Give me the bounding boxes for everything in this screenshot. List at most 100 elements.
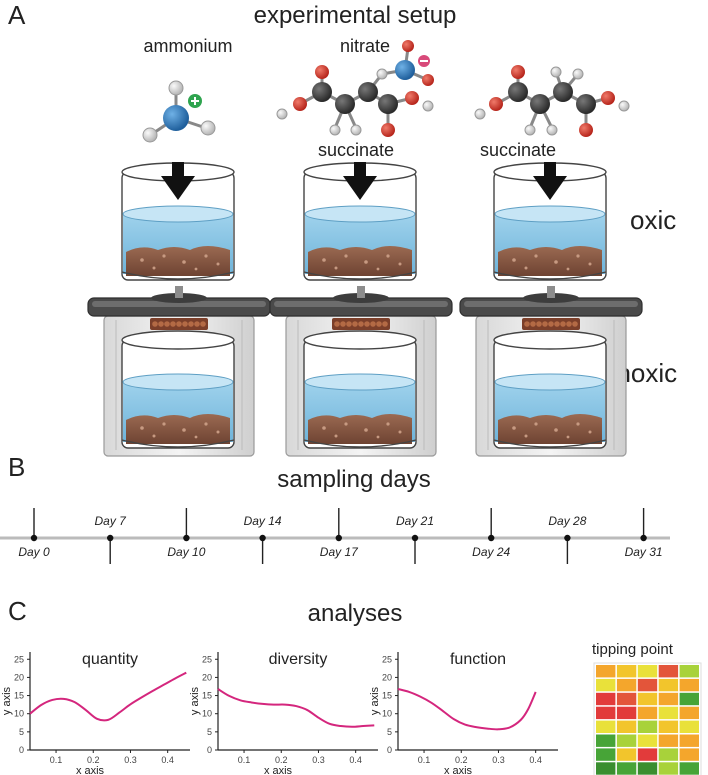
y-tick-label: 25 [14,654,24,664]
y-tick-label: 20 [382,672,392,682]
heatmap-cell [659,679,678,691]
column-2 [270,162,452,456]
y-tick-label: 15 [202,691,212,701]
heatmap-cell [596,693,615,705]
x-tick-label: 0.3 [492,755,505,765]
heatmap-cell [659,748,678,760]
timeline-dot [564,535,570,541]
y-tick-label: 10 [202,709,212,719]
heatmap-cell [638,665,657,677]
y-tick-label: 10 [14,709,24,719]
y-axis-label: y axis [369,686,381,715]
heatmap-cell [617,762,636,774]
heatmap-cell [680,707,699,719]
heatmap-cell [638,721,657,733]
heatmap-cell [617,707,636,719]
heatmap-cell [638,735,657,747]
heatmap-cell [596,665,615,677]
column-1 [88,162,270,456]
y-axis-label: y axis [189,686,201,715]
x-tick-label: 0.4 [529,755,542,765]
setup-illustration [0,0,708,460]
heatmap-cell [638,693,657,705]
y-tick-label: 0 [207,745,212,755]
heatmap-cell [617,748,636,760]
heatmap-cell [680,762,699,774]
nitrate-succinate-atoms [277,40,434,137]
chart-title: diversity [269,651,328,668]
day-label: Day 0 [10,545,58,559]
heatmap-cell [596,707,615,719]
heatmap-cell [659,762,678,774]
x-tick-label: 0.3 [312,755,325,765]
x-tick-label: 0.1 [238,755,251,765]
timeline-dot [488,535,494,541]
day-label: Day 14 [239,514,287,528]
heatmap-cell [617,735,636,747]
timeline-dot [259,535,265,541]
heatmap-cell [680,665,699,677]
y-tick-label: 25 [382,654,392,664]
heatmap-cell [659,665,678,677]
day-label: Day 28 [543,514,591,528]
day-label: Day 31 [620,545,668,559]
heatmap-cell [638,748,657,760]
timeline-dot [183,535,189,541]
heatmap-cell [596,679,615,691]
chart-title: function [450,651,506,668]
heatmap-cell [638,762,657,774]
y-tick-label: 5 [19,727,24,737]
x-tick-label: 0.2 [275,755,288,765]
y-tick-label: 20 [202,672,212,682]
heatmap-cell [596,735,615,747]
x-tick-label: 0.1 [50,755,63,765]
x-tick-label: 0.2 [455,755,468,765]
y-tick-label: 15 [14,691,24,701]
heatmap-cell [617,665,636,677]
x-axis-label: x axis [76,765,105,775]
y-tick-label: 0 [387,745,392,755]
heatmap-cell [680,748,699,760]
y-tick-label: 15 [382,691,392,701]
heatmap-cell [638,707,657,719]
y-axis-label: y axis [1,686,13,715]
panel-c-letter: C [8,596,27,627]
day-label: Day 21 [391,514,439,528]
heatmap-cell [617,679,636,691]
y-tick-label: 0 [19,745,24,755]
panel-b-title: sampling days [204,466,504,494]
sampling-timeline [0,500,708,580]
x-tick-label: 0.2 [87,755,100,765]
x-axis-label: x axis [264,765,293,775]
heatmap-cell [617,693,636,705]
chart-title: quantity [82,651,138,668]
y-tick-label: 20 [14,672,24,682]
heatmap-cell [680,721,699,733]
column-3 [460,162,642,456]
y-tick-label: 5 [387,727,392,737]
y-tick-label: 25 [202,654,212,664]
timeline-dot [107,535,113,541]
heatmap-cell [617,721,636,733]
heatmap-cell [596,748,615,760]
series-line [218,689,374,727]
heatmap-cell [680,679,699,691]
day-label: Day 10 [162,545,210,559]
timeline-dot [336,535,342,541]
x-axis-label: x axis [444,765,473,775]
x-tick-label: 0.3 [124,755,137,765]
day-label: Day 7 [86,514,134,528]
heatmap-cell [659,693,678,705]
heatmap-cell [659,721,678,733]
y-tick-label: 10 [382,709,392,719]
panel-c-title: analyses [230,600,480,628]
ammonium-molecule [143,81,215,142]
heatmap-cell [680,693,699,705]
heatmap-cell [596,762,615,774]
heatmap-title: tipping point [592,641,708,658]
timeline-dot [412,535,418,541]
x-tick-label: 0.4 [161,755,174,765]
heatmap-cell [680,735,699,747]
